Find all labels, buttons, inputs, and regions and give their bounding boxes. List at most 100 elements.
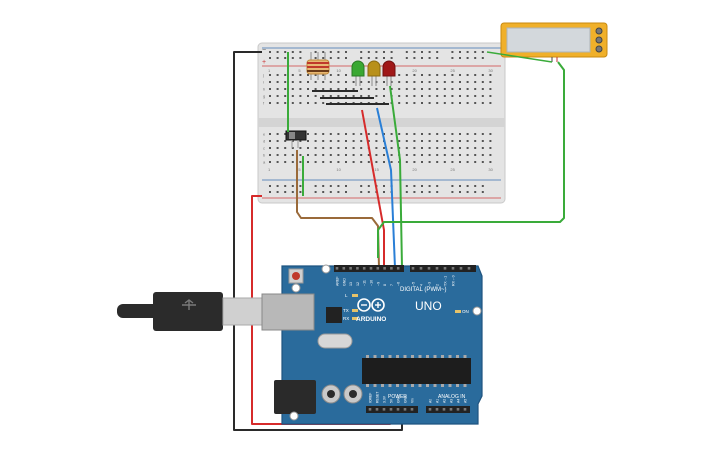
- breadboard-hole[interactable]: [481, 88, 484, 90]
- breadboard-hole[interactable]: [329, 140, 332, 142]
- rail-hole[interactable]: [345, 191, 347, 193]
- rail-hole[interactable]: [367, 191, 370, 193]
- breadboard-hole[interactable]: [390, 140, 393, 142]
- breadboard-hole[interactable]: [352, 81, 355, 83]
- breadboard-hole[interactable]: [367, 81, 370, 83]
- breadboard-hole[interactable]: [436, 88, 439, 90]
- breadboard-hole[interactable]: [345, 133, 347, 135]
- breadboard-hole[interactable]: [322, 95, 325, 97]
- breadboard-hole[interactable]: [337, 140, 340, 142]
- breadboard-hole[interactable]: [413, 154, 416, 156]
- breadboard-hole[interactable]: [269, 95, 271, 97]
- breadboard-hole[interactable]: [307, 161, 309, 163]
- rail-hole[interactable]: [481, 57, 484, 59]
- breadboard-hole[interactable]: [284, 133, 287, 135]
- rail-hole[interactable]: [322, 191, 325, 193]
- leds[interactable]: [351, 60, 396, 86]
- breadboard-hole[interactable]: [367, 133, 370, 135]
- breadboard-hole[interactable]: [314, 102, 317, 104]
- rail-hole[interactable]: [436, 185, 439, 187]
- breadboard-hole[interactable]: [291, 95, 294, 97]
- rail-hole[interactable]: [329, 51, 332, 53]
- breadboard-hole[interactable]: [383, 147, 385, 149]
- usb-cable[interactable]: [117, 292, 264, 331]
- breadboard-hole[interactable]: [360, 154, 363, 156]
- breadboard-hole[interactable]: [398, 133, 401, 135]
- rail-hole[interactable]: [459, 57, 461, 59]
- rail-hole[interactable]: [405, 57, 408, 59]
- breadboard-hole[interactable]: [299, 102, 302, 104]
- breadboard-hole[interactable]: [421, 88, 423, 90]
- breadboard-hole[interactable]: [276, 95, 279, 97]
- breadboard-hole[interactable]: [474, 74, 477, 76]
- header-pin[interactable]: [389, 408, 393, 411]
- breadboard-hole[interactable]: [367, 140, 370, 142]
- breadboard-hole[interactable]: [269, 161, 271, 163]
- rail-hole[interactable]: [299, 51, 302, 53]
- display-button-icon[interactable]: [595, 36, 603, 44]
- breadboard-hole[interactable]: [451, 161, 454, 163]
- breadboard-hole[interactable]: [276, 102, 279, 104]
- breadboard-hole[interactable]: [443, 147, 446, 149]
- header-pin[interactable]: [459, 267, 463, 270]
- rail-hole[interactable]: [474, 57, 477, 59]
- header-pin[interactable]: [463, 408, 467, 411]
- rail-hole[interactable]: [421, 51, 423, 53]
- breadboard-hole[interactable]: [474, 154, 477, 156]
- breadboard-hole[interactable]: [367, 154, 370, 156]
- rail-hole[interactable]: [314, 51, 317, 53]
- breadboard-hole[interactable]: [481, 161, 484, 163]
- breadboard-hole[interactable]: [360, 81, 363, 83]
- breadboard-hole[interactable]: [459, 140, 461, 142]
- rail-hole[interactable]: [466, 191, 469, 193]
- breadboard-hole[interactable]: [276, 161, 279, 163]
- breadboard-hole[interactable]: [481, 147, 484, 149]
- breadboard-hole[interactable]: [269, 133, 271, 135]
- breadboard-hole[interactable]: [428, 147, 431, 149]
- breadboard-hole[interactable]: [307, 154, 309, 156]
- header-pin[interactable]: [368, 408, 372, 411]
- header-pin[interactable]: [442, 408, 446, 411]
- resistors[interactable]: [306, 52, 330, 80]
- rail-hole[interactable]: [299, 185, 302, 187]
- rail-hole[interactable]: [436, 51, 439, 53]
- breadboard-hole[interactable]: [466, 88, 469, 90]
- breadboard-hole[interactable]: [443, 133, 446, 135]
- header-pin[interactable]: [335, 267, 339, 270]
- header-pin[interactable]: [451, 267, 455, 270]
- breadboard-hole[interactable]: [421, 161, 423, 163]
- bottom-header-pins[interactable]: [368, 408, 467, 411]
- rail-hole[interactable]: [474, 51, 477, 53]
- breadboard-hole[interactable]: [398, 102, 401, 104]
- breadboard-hole[interactable]: [474, 161, 477, 163]
- breadboard-hole[interactable]: [398, 88, 401, 90]
- breadboard-hole[interactable]: [352, 154, 355, 156]
- breadboard-hole[interactable]: [436, 81, 439, 83]
- breadboard-hole[interactable]: [459, 95, 461, 97]
- breadboard-hole[interactable]: [276, 154, 279, 156]
- breadboard-hole[interactable]: [322, 140, 325, 142]
- breadboard-hole[interactable]: [299, 95, 302, 97]
- breadboard-hole[interactable]: [329, 74, 332, 76]
- breadboard-hole[interactable]: [443, 154, 446, 156]
- breadboard-hole[interactable]: [299, 81, 302, 83]
- rail-hole[interactable]: [383, 191, 385, 193]
- rail-hole[interactable]: [269, 185, 271, 187]
- breadboard-hole[interactable]: [360, 133, 363, 135]
- breadboard-hole[interactable]: [307, 140, 309, 142]
- rail-hole[interactable]: [360, 51, 363, 53]
- breadboard-hole[interactable]: [375, 161, 378, 163]
- breadboard-hole[interactable]: [459, 102, 461, 104]
- rail-hole[interactable]: [405, 185, 408, 187]
- rail-hole[interactable]: [314, 191, 317, 193]
- breadboard-hole[interactable]: [466, 102, 469, 104]
- breadboard-hole[interactable]: [405, 102, 408, 104]
- rail-hole[interactable]: [276, 57, 279, 59]
- breadboard-hole[interactable]: [329, 147, 332, 149]
- header-pin[interactable]: [396, 408, 400, 411]
- display-button-icon[interactable]: [595, 27, 603, 35]
- breadboard-hole[interactable]: [489, 133, 492, 135]
- rail-hole[interactable]: [390, 51, 393, 53]
- breadboard-hole[interactable]: [421, 154, 423, 156]
- breadboard-hole[interactable]: [345, 81, 347, 83]
